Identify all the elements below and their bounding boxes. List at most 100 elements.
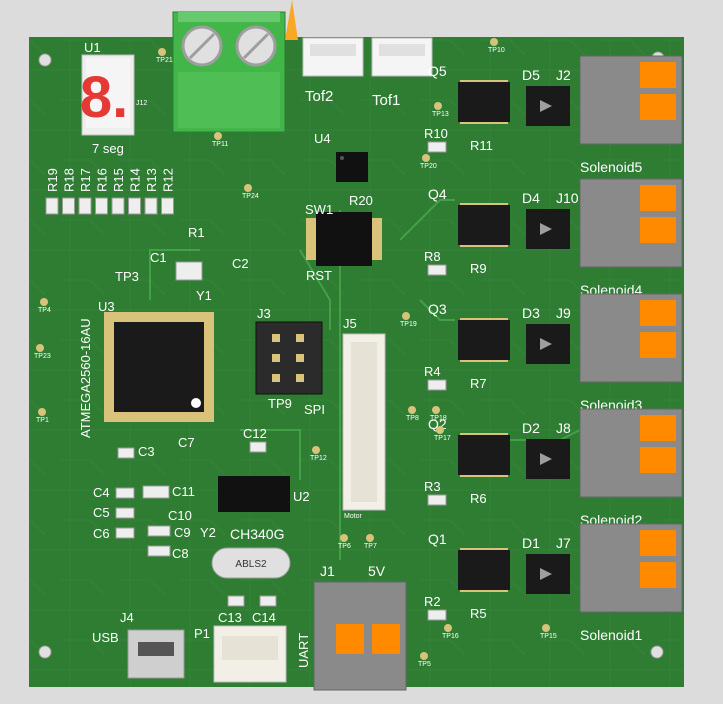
- label-c5: C5: [93, 505, 110, 520]
- resistor-label: R17: [78, 168, 93, 192]
- label-usb: USB: [92, 630, 119, 645]
- label-mcu-name: ATMEGA2560-16AU: [78, 318, 93, 438]
- resistor-label: R4: [424, 364, 441, 379]
- mosfet-label: Q5: [428, 63, 447, 79]
- test-point-label: TP6: [338, 543, 351, 550]
- connector-clamp: [640, 447, 676, 473]
- label-j4: J4: [120, 610, 134, 625]
- test-point-label: TP10: [488, 47, 505, 54]
- resistor-label: R3: [424, 479, 441, 494]
- resistor-body: [427, 494, 447, 506]
- test-point-pad: [490, 38, 498, 46]
- small-caps: [115, 441, 277, 607]
- label-c1: C1: [150, 250, 167, 265]
- resistor-label: R15: [111, 168, 126, 192]
- ic-u4: [336, 152, 368, 182]
- test-point-pad: [542, 624, 550, 632]
- connector-label: J10: [556, 190, 579, 206]
- mosfet-body: [458, 435, 510, 475]
- test-point-pad: [158, 48, 166, 56]
- label-sw1: SW1: [305, 202, 333, 217]
- usb-uart-ic-u2: [218, 476, 290, 512]
- test-point-pad: [436, 426, 444, 434]
- test-point-pad: [366, 534, 374, 542]
- label-j5: J5: [343, 316, 357, 331]
- label-spi: SPI: [304, 402, 325, 417]
- label-c13: C13: [218, 610, 242, 625]
- resistor-label: R6: [470, 491, 487, 506]
- label-u4: U4: [314, 131, 331, 146]
- test-point-pad: [444, 624, 452, 632]
- connector-clamp: [640, 562, 676, 588]
- label-j1-value: 5V: [368, 563, 386, 579]
- resistor-body: [427, 264, 447, 276]
- mosfet-label: Q4: [428, 186, 447, 202]
- label-c10: C10: [168, 508, 192, 523]
- test-point-label: TP24: [242, 193, 259, 200]
- label-j12: J12: [136, 100, 147, 107]
- label-y2: Y2: [200, 525, 216, 540]
- resistor-body: [45, 197, 59, 215]
- connector-clamp: [640, 62, 676, 88]
- resistor-body: [111, 197, 125, 215]
- diode-label: D4: [522, 190, 540, 206]
- test-point-label: TP8: [406, 415, 419, 422]
- test-point-label: TP11: [212, 141, 228, 148]
- test-point-pad: [38, 408, 46, 416]
- mosfet-body: [458, 320, 510, 360]
- label-c9: C9: [174, 525, 191, 540]
- label-c7: C7: [178, 435, 195, 450]
- test-point-pad: [340, 534, 348, 542]
- uart-header-p1: [213, 625, 287, 683]
- test-point-pad: [312, 446, 320, 454]
- crystal-abls2: [211, 547, 291, 579]
- mosfet-body: [458, 205, 510, 245]
- label-c4: C4: [93, 485, 110, 500]
- test-point-pad: [420, 652, 428, 660]
- diode-label: D2: [522, 420, 540, 436]
- label-motor: Motor: [344, 513, 363, 520]
- connector-clamp: [640, 185, 676, 211]
- resistor-label: R2: [424, 594, 441, 609]
- diode-symbol: [540, 453, 552, 465]
- diode-symbol: [540, 223, 552, 235]
- test-point-pad: [434, 102, 442, 110]
- test-point-pad: [40, 298, 48, 306]
- label-c3: C3: [138, 444, 155, 459]
- resistor-body: [95, 197, 108, 215]
- test-point-label: TP5: [418, 661, 431, 668]
- label-rst: RST: [306, 268, 332, 283]
- test-point-label: TP13: [432, 111, 449, 118]
- test-point-label: TP1: [36, 417, 49, 424]
- label-tp3: TP3: [115, 269, 139, 284]
- test-point-label: TP15: [540, 633, 557, 640]
- diode-label: D3: [522, 305, 540, 321]
- label-uart: UART: [296, 633, 311, 668]
- label-u2-name: CH340G: [230, 526, 284, 542]
- test-point-label: TP23: [34, 353, 51, 360]
- diode-symbol: [540, 338, 552, 350]
- power-connector-j1: [313, 581, 407, 691]
- label-y1: Y1: [196, 288, 212, 303]
- resistor-body: [427, 379, 447, 391]
- mcu-u3: [104, 312, 214, 422]
- mosfet-label: Q1: [428, 531, 447, 547]
- test-point-label: TP12: [310, 455, 327, 462]
- resistor-body: [78, 197, 92, 215]
- connector-clamp: [640, 300, 676, 326]
- diode-symbol: [540, 100, 552, 112]
- seven-segment-digit: 8.: [80, 65, 128, 130]
- usb-connector-j4: [127, 629, 185, 679]
- resistor-label: R10: [424, 126, 448, 141]
- test-point-label: TP21: [156, 57, 173, 64]
- test-point-label: TP20: [420, 163, 437, 170]
- solenoid-label: Solenoid5: [580, 159, 642, 175]
- test-point-pad: [214, 132, 222, 140]
- label-r1: R1: [188, 225, 205, 240]
- test-point-label: TP7: [364, 543, 377, 550]
- resistor-label: R8: [424, 249, 441, 264]
- connector-label: J9: [556, 305, 571, 321]
- test-point-pad: [244, 184, 252, 192]
